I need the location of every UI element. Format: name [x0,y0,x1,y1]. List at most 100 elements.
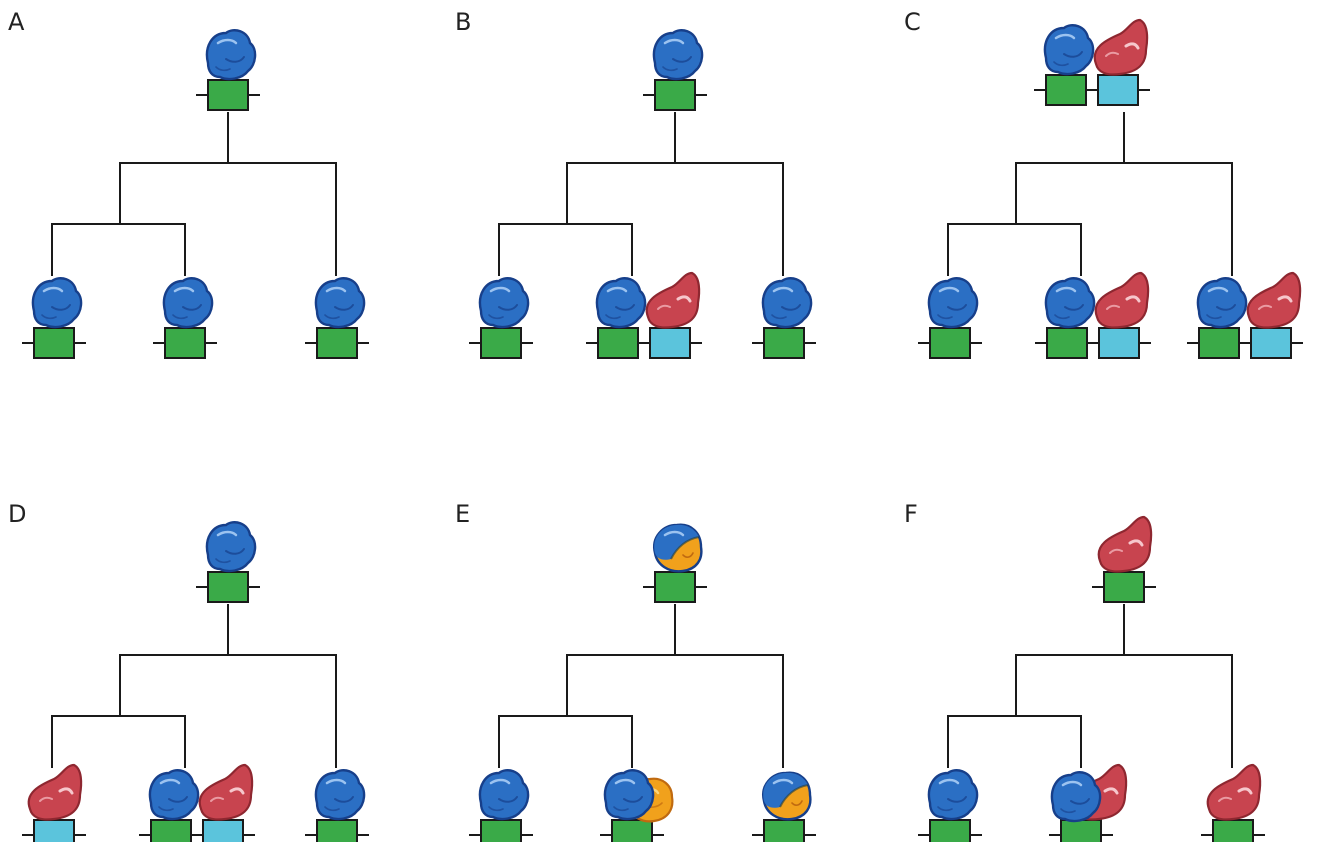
leaf-locus-1 [469,769,533,842]
blue-protein-icon [652,29,704,81]
blue-protein-icon [205,29,257,81]
cyan-gene-box [202,819,244,842]
blue-protein-icon [478,277,530,329]
blue-protein-icon [148,769,200,821]
leaf-locus-3 [1187,271,1303,359]
blue-protein-icon [1050,771,1102,823]
panel-label: A [8,8,25,36]
leaf-locus-1 [22,763,86,842]
panel-c: C [904,8,1303,359]
green-gene-box [611,819,653,842]
leaf-locus-2 [1049,763,1128,842]
green-gene-box [597,327,639,359]
leaf-locus-3 [752,277,816,359]
leaf-locus-1 [469,277,533,359]
panel-f: F [904,500,1265,842]
panels: A B C D E F [8,8,1303,842]
root-locus [196,521,260,603]
leaf-locus-1 [22,277,86,359]
root-locus [1092,515,1156,603]
leaf-locus-2 [1035,271,1151,359]
root-locus [1034,18,1150,106]
green-gene-box [33,327,75,359]
green-gene-box [316,327,358,359]
red-protein-icon [1093,18,1149,76]
green-gene-box [316,819,358,842]
red-protein-icon [1206,763,1262,821]
green-gene-box [763,819,805,842]
phylogeny-tree [947,604,1233,768]
root-locus [643,29,707,111]
phylogeny-tree [498,604,784,768]
cyan-gene-box [33,819,75,842]
panel-label: C [904,8,921,36]
green-gene-box [763,327,805,359]
leaf-locus-2 [139,763,255,842]
blue-protein-icon [761,277,813,329]
green-gene-box [654,79,696,111]
cyan-gene-box [1098,327,1140,359]
phylogeny-tree [51,112,337,276]
blue-protein-icon [478,769,530,821]
leaf-locus-2 [600,769,674,842]
red-protein-icon [1094,271,1150,329]
green-gene-box [1198,327,1240,359]
cyan-gene-box [649,327,691,359]
panel-label: E [455,500,470,528]
blue-protein-icon [1044,277,1096,329]
green-gene-box [207,79,249,111]
blue-protein-icon [595,277,647,329]
green-gene-box [164,327,206,359]
panel-d: D [8,500,369,842]
mixed-protein-icon [653,523,703,573]
leaf-locus-1 [918,277,982,359]
green-gene-box [207,571,249,603]
leaf-locus-1 [918,769,982,842]
green-gene-box [1103,571,1145,603]
phylogeny-tree [51,604,337,768]
green-gene-box [150,819,192,842]
green-gene-box [929,819,971,842]
green-gene-box [1045,74,1087,106]
blue-protein-icon [314,769,366,821]
blue-protein-icon [603,769,655,821]
blue-protein-icon [927,769,979,821]
blue-protein-icon [1043,24,1095,76]
blue-protein-icon [314,277,366,329]
blue-protein-icon [927,277,979,329]
mixed-protein-icon [762,771,812,821]
panel-label: D [8,500,26,528]
green-gene-box [1060,819,1102,842]
leaf-locus-2 [153,277,217,359]
blue-protein-icon [162,277,214,329]
root-locus [196,29,260,111]
red-protein-icon [27,763,83,821]
green-gene-box [1046,327,1088,359]
green-gene-box [654,571,696,603]
green-gene-box [929,327,971,359]
red-protein-icon [1097,515,1153,573]
blue-protein-icon [31,277,83,329]
panel-a: A [8,8,369,359]
green-gene-box [480,819,522,842]
leaf-locus-3 [305,769,369,842]
panel-e: E [455,500,816,842]
panel-b: B [455,8,816,359]
leaf-locus-3 [752,771,816,842]
root-locus [643,523,707,603]
blue-protein-icon [205,521,257,573]
cyan-gene-box [1250,327,1292,359]
green-gene-box [480,327,522,359]
leaf-locus-2 [586,271,702,359]
leaf-locus-3 [305,277,369,359]
leaf-locus-3 [1201,763,1265,842]
cyan-gene-box [1097,74,1139,106]
red-protein-icon [645,271,701,329]
blue-protein-icon [1196,277,1248,329]
panel-label: B [455,8,471,36]
red-protein-icon [198,763,254,821]
panel-label: F [904,500,918,528]
phylogeny-tree [947,112,1233,276]
green-gene-box [1212,819,1254,842]
